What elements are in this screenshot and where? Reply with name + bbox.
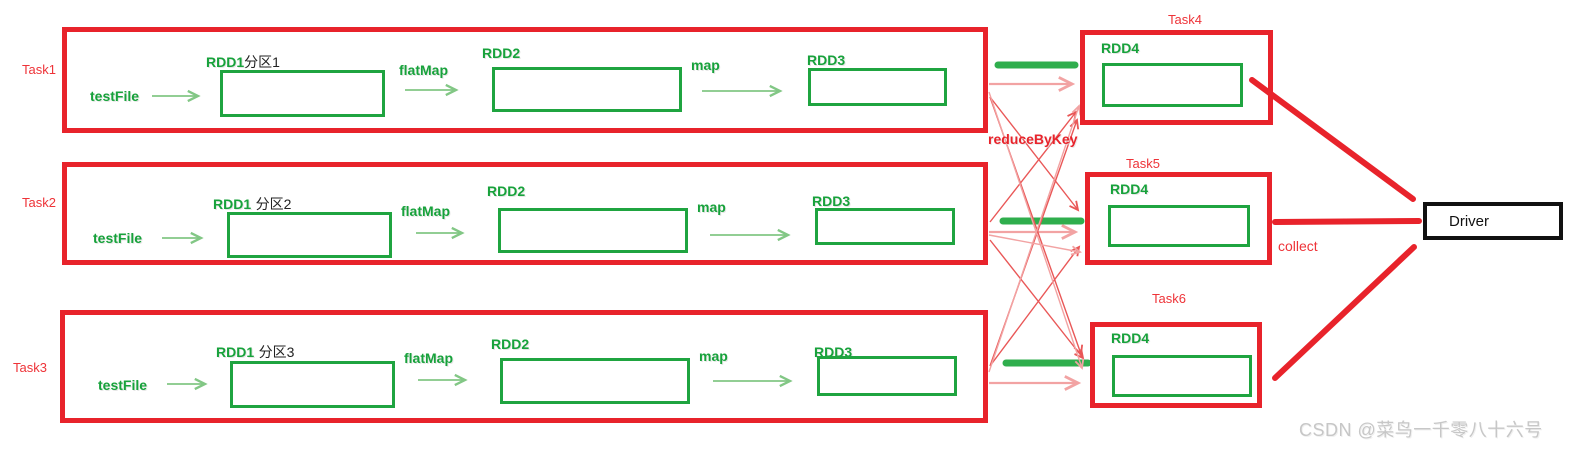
rdd1-title-t1: RDD1分区1	[206, 52, 280, 72]
rdd4-label-t6: RDD4	[1111, 330, 1150, 346]
rdd1-label-t3: RDD1	[216, 344, 255, 360]
rdd2-box-t3	[500, 358, 690, 404]
rdd4-box-t6	[1112, 355, 1252, 397]
task1-label: Task1	[22, 62, 56, 77]
testfile-label-t1: testFile	[90, 88, 140, 104]
map-label-t2: map	[697, 199, 726, 215]
partition2-label: 分区2	[255, 196, 292, 212]
task1-box	[62, 27, 988, 133]
collect-line-task6	[1272, 244, 1417, 381]
testfile-label-t2: testFile	[93, 230, 143, 246]
rdd1-box-t2	[227, 212, 392, 258]
rdd2-label-t2: RDD2	[487, 183, 526, 199]
rdd2-label-t1: RDD2	[482, 45, 521, 61]
rdd4-label-t5: RDD4	[1110, 181, 1149, 197]
reducebykey-label: reduceByKey	[988, 131, 1078, 147]
task6-label: Task6	[1152, 291, 1186, 306]
task4-label: Task4	[1168, 12, 1202, 27]
driver-label: Driver	[1449, 212, 1489, 230]
rdd2-label-t3: RDD2	[491, 336, 530, 352]
rdd4-label-t4: RDD4	[1101, 40, 1140, 56]
rdd1-box-t3	[230, 361, 395, 408]
rdd4-box-t4	[1102, 63, 1243, 107]
rdd2-box-t1	[492, 67, 682, 112]
driver-box: Driver	[1423, 202, 1563, 240]
map-label-t1: map	[691, 57, 720, 73]
task3-box	[60, 310, 988, 423]
rdd3-label-t1: RDD3	[807, 52, 846, 68]
collect-lines	[1249, 77, 1422, 381]
pipeline-arrows	[152, 83, 793, 391]
collect-line-task4	[1249, 77, 1416, 202]
collect-line-task5	[1272, 218, 1422, 225]
rdd3-label-t2: RDD3	[812, 193, 851, 209]
task4-box	[1080, 30, 1273, 125]
rdd1-label-t1: RDD1	[206, 54, 245, 70]
rdd1-box-t1	[220, 70, 385, 117]
flatmap-label-t1: flatMap	[399, 62, 448, 78]
flatmap-label-t3: flatMap	[404, 350, 453, 366]
task3-label: Task3	[13, 360, 47, 375]
testfile-label-t3: testFile	[98, 377, 148, 393]
rdd3-box-t1	[808, 68, 947, 106]
rdd3-box-t2	[815, 208, 955, 245]
flatmap-label-t2: flatMap	[401, 203, 450, 219]
collect-label: collect	[1278, 238, 1318, 254]
map-label-t3: map	[699, 348, 728, 364]
task5-label: Task5	[1126, 156, 1160, 171]
rdd2-box-t2	[498, 208, 688, 253]
partition3-label: 分区3	[258, 344, 295, 360]
partition1-label: 分区1	[244, 54, 280, 70]
rdd3-box-t3	[817, 356, 957, 396]
task5-box	[1085, 172, 1272, 265]
rdd1-label-t2: RDD1	[213, 196, 252, 212]
task6-box	[1090, 322, 1262, 408]
shuffle-mesh	[988, 76, 1085, 391]
rdd4-box-t5	[1108, 205, 1250, 247]
csdn-watermark: CSDN @菜鸟一千零八十六号	[1299, 420, 1543, 440]
rdd1-title-t3: RDD1 分区3	[216, 342, 294, 362]
task2-label: Task2	[22, 195, 56, 210]
task2-box	[62, 162, 988, 265]
rdd1-title-t2: RDD1 分区2	[213, 194, 291, 214]
